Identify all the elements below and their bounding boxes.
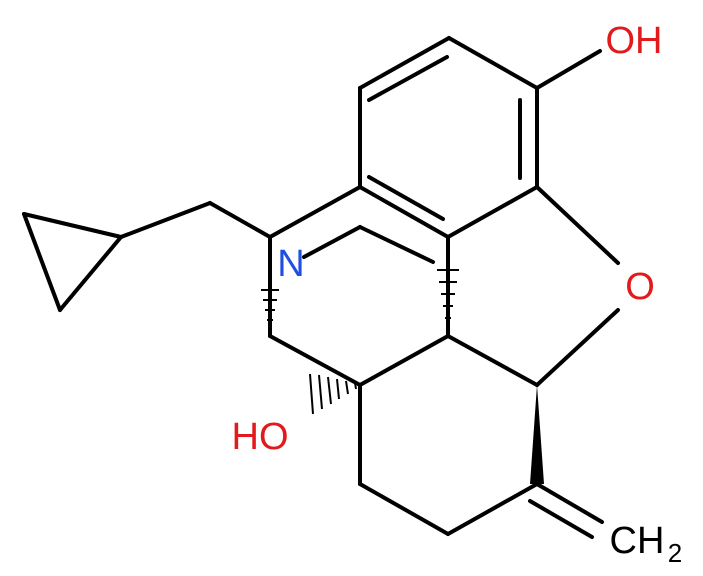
n-bridge-bond <box>302 225 362 259</box>
bridge-bond <box>358 225 435 264</box>
bond-inner <box>367 55 449 102</box>
n-methylene-bond <box>208 201 272 239</box>
bond <box>446 334 539 387</box>
aromatic-ring <box>358 36 539 239</box>
bond <box>446 185 539 239</box>
bond <box>447 36 539 90</box>
cyclopropyl-group <box>22 212 123 312</box>
bond <box>268 334 362 387</box>
methylene-subscript: 2 <box>668 538 682 568</box>
bond <box>358 36 451 90</box>
bond <box>446 482 539 536</box>
bond <box>58 235 123 312</box>
bond <box>358 334 450 387</box>
methylene-label: CH <box>610 520 665 562</box>
bond-inner <box>367 175 445 221</box>
bond <box>358 185 450 239</box>
bond <box>358 482 450 536</box>
hashed-wedge-bridge <box>437 269 459 331</box>
bond <box>22 212 62 312</box>
wedge-bond <box>530 385 544 484</box>
ether-bond <box>535 308 620 387</box>
methylene-double-bond <box>535 482 604 524</box>
nitrogen-label: N <box>277 243 304 285</box>
ether-bond <box>535 185 620 265</box>
phenol-oh-label: OH <box>606 20 663 62</box>
bond <box>268 185 362 239</box>
phenol-bond <box>535 49 602 90</box>
n-methylene-bond <box>119 201 212 239</box>
methylene-double-bond-inner <box>528 499 594 539</box>
ether-oxygen-label: O <box>625 266 655 308</box>
bond <box>22 212 123 239</box>
tertiary-oh-label: HO <box>232 416 289 458</box>
hashed-wedge-n <box>261 289 279 331</box>
hashed-wedge-oh <box>309 373 357 415</box>
